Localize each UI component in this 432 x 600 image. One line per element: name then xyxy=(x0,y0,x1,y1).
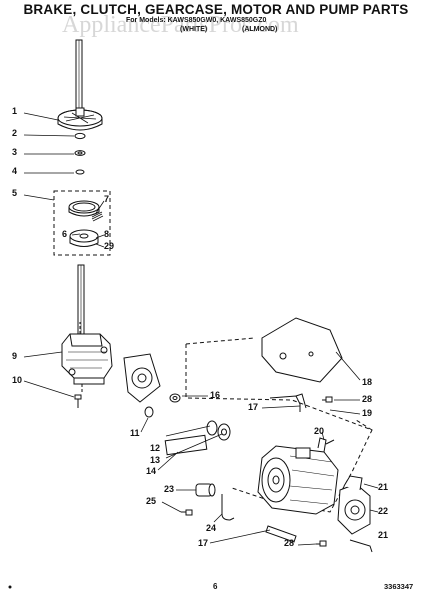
retaining-ring xyxy=(74,150,86,156)
motor-bracket xyxy=(269,393,307,412)
callout-4: 4 xyxy=(12,166,18,176)
mount-screw-upper xyxy=(322,396,333,403)
callout-7: 7 xyxy=(104,194,110,204)
pump-plate xyxy=(123,353,161,403)
callout-8: 8 xyxy=(104,229,110,239)
corner-dot xyxy=(8,585,12,589)
lower-drive-shaft xyxy=(77,264,85,338)
callout-23: 23 xyxy=(164,484,175,494)
callout-1: 1 xyxy=(12,106,18,116)
callout-17-upper: 17 xyxy=(248,402,259,412)
callout-9: 9 xyxy=(12,351,18,361)
callout-10: 10 xyxy=(12,375,23,385)
pump-gasket xyxy=(164,434,208,456)
watermark: AppliancePartsPros.com xyxy=(62,12,299,38)
callout-21-upper: 21 xyxy=(378,482,389,492)
callout-18: 18 xyxy=(362,377,373,387)
callout-12: 12 xyxy=(150,443,161,453)
models-line: For Models: KAWS850GW0, KAWS850GZ0 xyxy=(126,17,267,24)
drive-fitting xyxy=(169,393,181,403)
capacitor-screw xyxy=(181,509,193,516)
motor-pulley xyxy=(206,420,231,441)
motor-shield xyxy=(261,317,343,383)
gearcase-bolt xyxy=(74,394,82,408)
callout-21-lower: 21 xyxy=(378,530,389,540)
callout-16: 16 xyxy=(210,390,221,400)
lower-bracket xyxy=(265,525,297,543)
callout-28-upper: 28 xyxy=(362,394,373,404)
callout-14: 14 xyxy=(146,466,157,476)
callout-25: 25 xyxy=(146,496,157,506)
coupler xyxy=(144,406,154,418)
callout-20: 20 xyxy=(314,426,325,436)
callout-17-lower: 17 xyxy=(198,538,209,548)
leader-lines xyxy=(23,112,379,546)
motor-wiring xyxy=(317,437,335,453)
clutch-spring xyxy=(91,211,104,222)
callout-6: 6 xyxy=(62,229,68,239)
callout-28-lower: 28 xyxy=(284,538,295,548)
drive-washer xyxy=(74,132,86,140)
clip xyxy=(75,169,85,175)
callout-22: 22 xyxy=(378,506,389,516)
clutch-assembly-box xyxy=(53,190,111,256)
page-title: BRAKE, CLUTCH, GEARCASE, MOTOR AND PUMP … xyxy=(23,2,409,17)
color-white: (WHITE) xyxy=(180,26,208,33)
callout-2: 2 xyxy=(12,128,18,138)
mount-screw-lower xyxy=(316,540,327,547)
callout-24: 24 xyxy=(206,523,217,533)
pump-clip xyxy=(349,539,373,553)
document-number: 3363347 xyxy=(384,582,414,591)
callout-3: 3 xyxy=(12,147,18,157)
callout-19: 19 xyxy=(362,408,373,418)
drain-pump xyxy=(337,475,371,535)
drive-motor xyxy=(257,445,339,515)
capacitor xyxy=(195,483,216,497)
callout-29: 29 xyxy=(104,241,115,251)
clutch-yoke xyxy=(69,229,99,247)
capacitor-strap xyxy=(221,494,235,521)
gearcase xyxy=(61,333,113,385)
upper-drive-shaft xyxy=(75,39,83,113)
callout-5: 5 xyxy=(12,188,18,198)
callout-13: 13 xyxy=(150,455,161,465)
color-almond: (ALMOND) xyxy=(242,26,278,33)
clutch-band xyxy=(68,200,100,217)
page-number: 6 xyxy=(213,582,218,591)
brake-assembly xyxy=(57,107,103,131)
callout-11: 11 xyxy=(130,428,140,438)
